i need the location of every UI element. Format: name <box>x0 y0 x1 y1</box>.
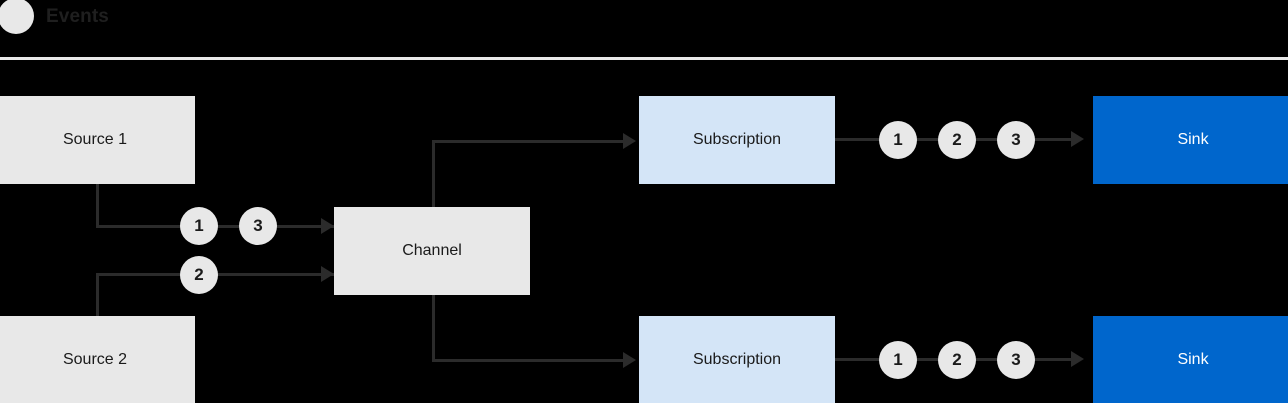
connector-source1-down <box>96 183 99 228</box>
event-token-sub-bottom-out-3: 3 <box>997 341 1035 379</box>
node-source-2[interactable]: Source 2 <box>0 316 195 403</box>
connector-channel-down <box>432 292 435 362</box>
node-subscription-top[interactable]: Subscription <box>639 96 835 184</box>
event-token-sub-bottom-out-1: 1 <box>879 341 917 379</box>
node-sink-bottom[interactable]: Sink <box>1093 316 1288 403</box>
event-token-sub-top-out-1: 1 <box>879 121 917 159</box>
event-token-sub-top-out-3: 3 <box>997 121 1035 159</box>
event-token-source-upper-2: 3 <box>239 207 277 245</box>
event-token-source-upper-1: 1 <box>180 207 218 245</box>
node-channel[interactable]: Channel <box>334 207 530 295</box>
connector-source2-up <box>96 273 99 318</box>
connector-channel-to-sub-top <box>432 140 627 143</box>
event-token-sub-bottom-out-2: 2 <box>938 341 976 379</box>
node-subscription-bottom[interactable]: Subscription <box>639 316 835 403</box>
node-source-1[interactable]: Source 1 <box>0 96 195 184</box>
arrow-channel-to-subscription-top <box>623 133 636 149</box>
connector-channel-to-sub-bottom <box>432 359 627 362</box>
event-token-sub-top-out-2: 2 <box>938 121 976 159</box>
arrow-subscription-top-to-sink <box>1071 131 1084 147</box>
arrow-source1-to-channel <box>321 218 334 234</box>
legend-label: Events <box>46 6 109 27</box>
node-sink-top[interactable]: Sink <box>1093 96 1288 184</box>
arrow-source2-to-channel <box>321 266 334 282</box>
event-dot-icon <box>0 0 34 34</box>
arrow-channel-to-subscription-bottom <box>623 352 636 368</box>
event-token-source-lower-1: 2 <box>180 256 218 294</box>
connector-channel-up <box>432 140 435 210</box>
header-divider <box>0 57 1288 60</box>
arrow-subscription-bottom-to-sink <box>1071 351 1084 367</box>
